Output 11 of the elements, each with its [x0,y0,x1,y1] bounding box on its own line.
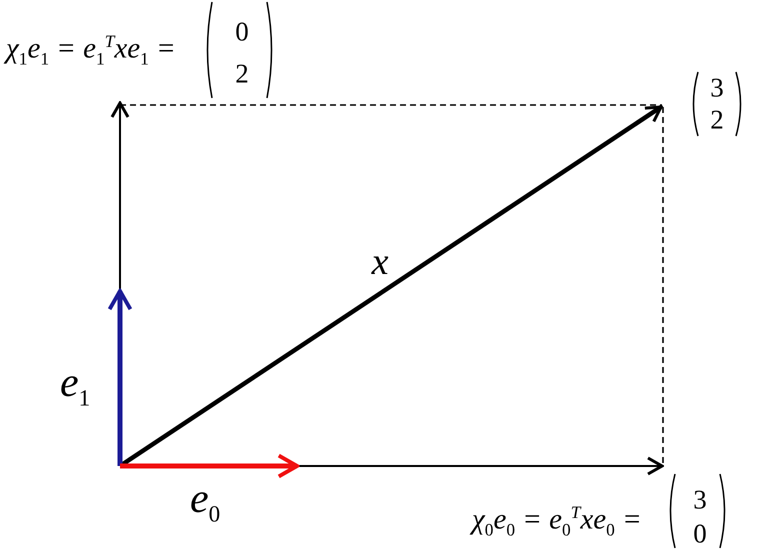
vector-entry: 2 [710,106,724,134]
edge-label: x [372,243,388,281]
vector-entry: 0 [235,18,249,46]
vector-entry: 3 [693,486,707,514]
vector-entry: 2 [235,60,249,88]
equation: χ$_{1}$e$_{1}$ = e$_{1}$$^{T}$xe$_{1}$ = [6,33,176,68]
vector-entry: 0 [693,520,707,548]
vector-entry: 3 [710,74,724,102]
vector-label: e$_{0}$ [190,478,220,526]
vector-label: e$_{1}$ [60,362,90,410]
equation: χ$_{0}$e$_{0}$ = e$_{0}$$^{T}$xe$_{0}$ = [472,504,642,539]
